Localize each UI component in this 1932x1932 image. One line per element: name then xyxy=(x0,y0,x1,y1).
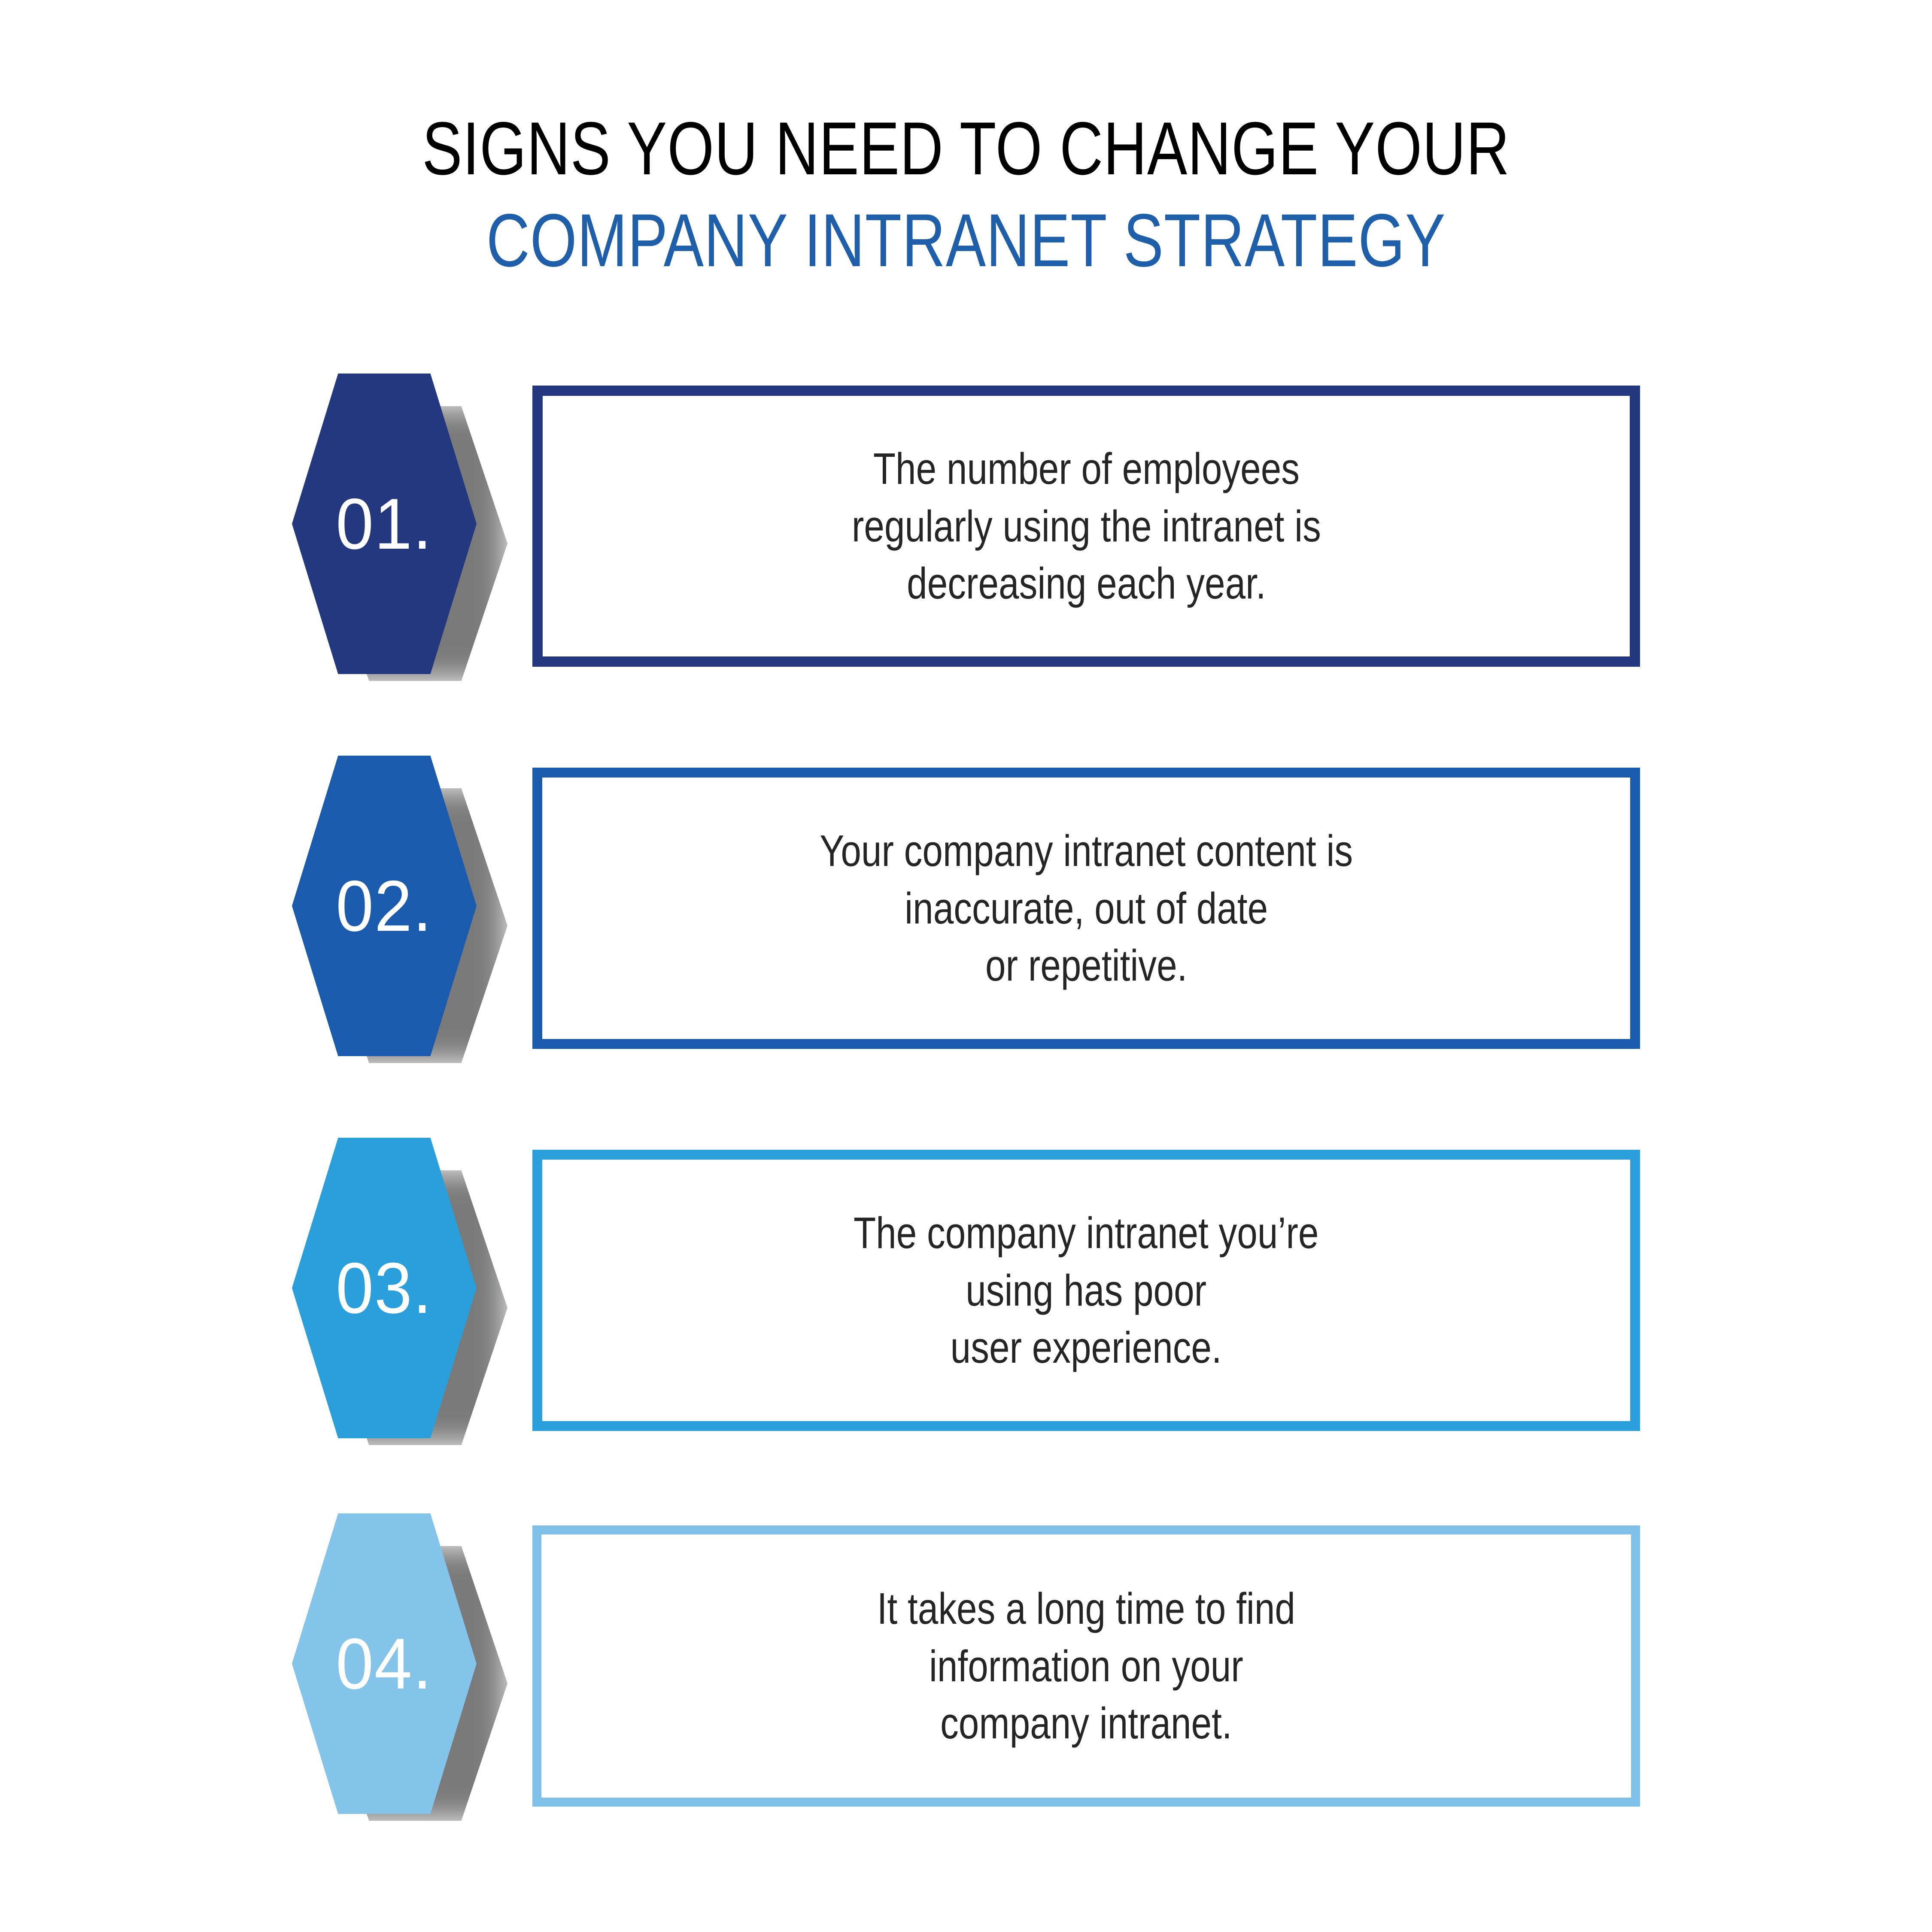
steps-list: The number of employees regularly using … xyxy=(0,374,1932,1833)
step-description: Your company intranet content is inaccur… xyxy=(820,826,1353,990)
list-item: The number of employees regularly using … xyxy=(0,374,1932,681)
step-card: The company intranet you’re using has po… xyxy=(532,1150,1640,1431)
step-card: The number of employees regularly using … xyxy=(532,386,1640,667)
list-item: The company intranet you’re using has po… xyxy=(0,1138,1932,1445)
title-line-secondary: COMPANY INTRANET STRATEGY xyxy=(486,198,1446,283)
step-number: 01. xyxy=(336,483,433,564)
page-title: SIGNS YOU NEED TO CHANGE YOUR COMPANY IN… xyxy=(0,103,1932,286)
step-number: 03. xyxy=(336,1247,433,1328)
step-card: It takes a long time to find information… xyxy=(532,1525,1640,1807)
step-description: It takes a long time to find information… xyxy=(877,1583,1296,1748)
list-item: Your company intranet content is inaccur… xyxy=(0,756,1932,1063)
step-card: Your company intranet content is inaccur… xyxy=(532,768,1640,1049)
list-item: It takes a long time to find information… xyxy=(0,1513,1932,1821)
step-number: 02. xyxy=(336,865,433,946)
step-description: The number of employees regularly using … xyxy=(851,444,1321,608)
title-line-primary: SIGNS YOU NEED TO CHANGE YOUR xyxy=(422,107,1510,191)
step-description: The company intranet you’re using has po… xyxy=(854,1208,1319,1373)
step-number: 04. xyxy=(336,1623,433,1704)
